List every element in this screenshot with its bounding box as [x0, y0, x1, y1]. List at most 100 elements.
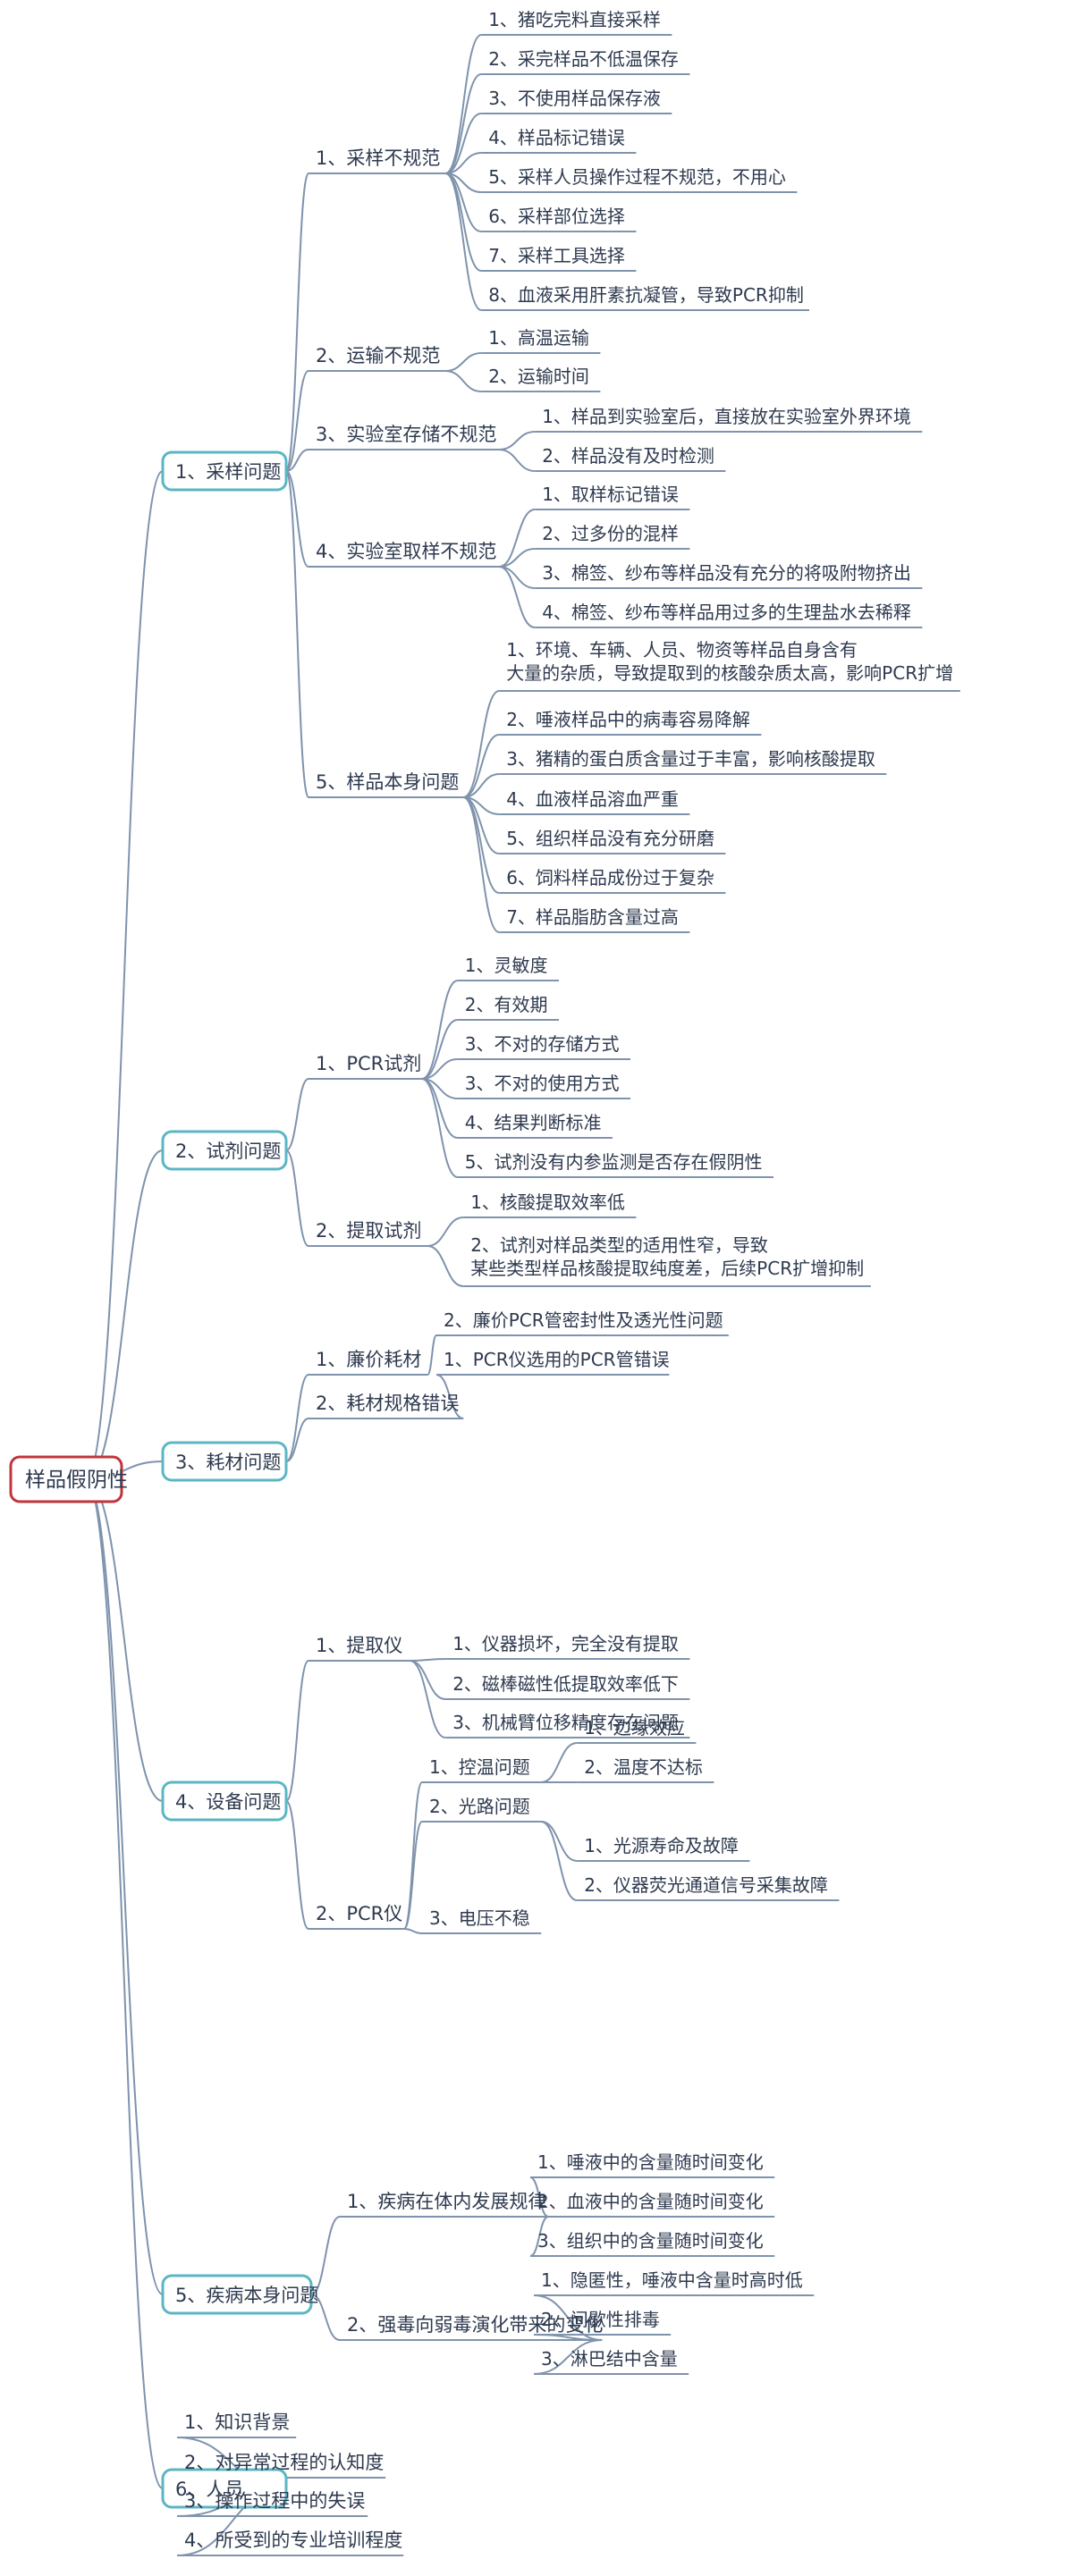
connector-line — [285, 370, 309, 472]
detail-label: 3、不对的存储方式 — [465, 1033, 620, 1055]
subtopic-label: 1、知识背景 — [184, 2412, 290, 2433]
detail-label: 7、样品脂肪含量过高 — [506, 906, 679, 928]
subtopic-label: 1、提取仪 — [316, 1635, 402, 1656]
connector-line — [444, 173, 482, 272]
connector-line — [498, 509, 536, 568]
detail-label: 1、仪器损坏，完全没有提取 — [452, 1633, 679, 1654]
connector-line — [444, 173, 482, 311]
connector-line — [499, 548, 536, 568]
main-topic-label: 1、采样问题 — [175, 461, 281, 483]
detail-label: 7、采样工具选择 — [488, 245, 625, 266]
connector-line — [462, 796, 500, 933]
main-topic-label: 6、人员 — [175, 2479, 243, 2500]
subtopic-label: 3、操作过程中的失误 — [184, 2490, 365, 2512]
connector-line — [435, 1374, 464, 1419]
connector-line — [462, 796, 500, 894]
detail-label: 2、血液中的含量随时间变化 — [537, 2191, 764, 2212]
connector-line — [499, 431, 536, 450]
detail-label: 1、猪吃完料直接采样 — [488, 9, 661, 30]
detail-label: 2、运输时间 — [488, 366, 589, 387]
subtopic-label: 2、强毒向弱毒演化带来的变化 — [347, 2314, 603, 2336]
root-node — [9, 1455, 123, 1503]
connector-line — [445, 152, 482, 174]
leaf-label: 1、边缘效应 — [584, 1717, 685, 1738]
connector-line — [541, 1742, 578, 1783]
leaf-label: 2、仪器荧光通道信号采集故障 — [584, 1874, 828, 1896]
main-topic-node — [161, 2468, 288, 2509]
connector-line — [285, 470, 309, 798]
detail-label: 4、结果判断标准 — [465, 1112, 602, 1133]
detail-label: 3、组织中的含量随时间变化 — [537, 2230, 764, 2252]
connector-line — [533, 2294, 603, 2341]
main-topic-node — [161, 1441, 288, 1482]
connector-line — [85, 1478, 164, 2295]
detail-label: 2、样品没有及时检测 — [542, 445, 714, 467]
connector-line — [427, 1245, 464, 1287]
connector-line — [285, 1149, 309, 1247]
connector-line — [444, 34, 482, 174]
connector-line — [409, 1660, 446, 1738]
detail-label: 4、样品标记错误 — [488, 127, 625, 148]
connector-line — [410, 1660, 446, 1700]
detail-label: 1、唾液中的含量随时间变化 — [537, 2151, 764, 2173]
detail-label: 6、采样部位选择 — [488, 206, 625, 227]
connector-line — [533, 2339, 603, 2375]
main-topic-label: 5、疾病本身问题 — [175, 2285, 318, 2306]
detail-label: 8、血液采用肝素抗凝管，导致PCR抑制 — [488, 284, 804, 306]
subtopic-label: 2、PCR仪 — [316, 1903, 402, 1924]
detail-label: 4、血液样品溶血严重 — [506, 788, 679, 810]
detail-label: 1、取样标记错误 — [542, 484, 679, 505]
connector-line — [285, 1078, 309, 1151]
detail-label: 3、电压不稳 — [429, 1907, 530, 1929]
detail-label: 1、核酸提取效率低 — [470, 1191, 625, 1213]
detail-label: 2、唾液样品中的病毒容易降解 — [506, 709, 750, 730]
connector-line — [285, 173, 309, 472]
connector-line — [402, 1781, 423, 1930]
connector-line — [445, 352, 482, 372]
root-node-label: 样品假阴性 — [25, 1469, 128, 1492]
connector-line — [85, 1478, 164, 1802]
connector-line — [529, 2176, 549, 2218]
connector-line — [310, 2294, 341, 2341]
connector-line — [541, 1821, 578, 1862]
detail-label: 1、环境、车辆、人员、物资等样品自身含有大量的杂质，导致提取到的核酸杂质太高，影… — [506, 639, 953, 684]
connector-line — [445, 370, 482, 392]
connector-line — [462, 734, 500, 798]
detail-label: 2、采完样品不低温保存 — [488, 48, 679, 70]
detail-label: 2、有效期 — [465, 994, 548, 1015]
connector-line — [285, 449, 309, 472]
connector-line — [499, 449, 536, 472]
leaf-label: 1、光源寿命及故障 — [584, 1835, 739, 1856]
detail-label: 3、棉签、纱布等样品没有充分的将吸附物挤出 — [542, 562, 911, 584]
detail-label: 2、磁棒磁性低提取效率低下 — [452, 1673, 679, 1695]
main-topic-label: 2、试剂问题 — [175, 1141, 281, 1162]
subtopic-label: 1、采样不规范 — [316, 147, 440, 169]
main-topic-node — [161, 2274, 313, 2315]
detail-label: 5、组织样品没有充分研磨 — [506, 828, 714, 849]
subtopic-label: 5、样品本身问题 — [316, 771, 459, 793]
detail-label: 5、采样人员操作过程不规范，不用心 — [488, 166, 786, 188]
leaf-label: 2、温度不达标 — [584, 1756, 703, 1778]
detail-label: 6、饲料样品成份过于复杂 — [506, 867, 714, 888]
detail-label: 4、棉签、纱布等样品用过多的生理盐水去稀释 — [542, 602, 911, 623]
connector-line — [285, 1660, 309, 1802]
connector-line — [421, 1058, 458, 1080]
subtopic-label: 1、PCR试剂 — [316, 1053, 421, 1074]
detail-label: 1、样品到实验室后，直接放在实验室外界环境 — [542, 406, 911, 427]
subtopic-label: 4、实验室取样不规范 — [316, 541, 496, 562]
detail-label: 5、试剂没有内参监测是否存在假阴性 — [465, 1151, 763, 1173]
detail-label: 1、高温运输 — [488, 327, 589, 349]
subtopic-label: 2、提取试剂 — [316, 1220, 421, 1242]
connector-line — [402, 1821, 423, 1930]
detail-label: 1、隐匿性，唾液中含量时高时低 — [541, 2269, 803, 2291]
subtopic-label: 3、实验室存储不规范 — [316, 424, 496, 445]
subtopic-label: 1、疾病在体内发展规律 — [347, 2191, 546, 2212]
detail-label: 1、PCR仪选用的PCR管错误 — [444, 1349, 670, 1370]
main-topic-label: 4、设备问题 — [175, 1791, 281, 1813]
connector-line — [85, 1149, 164, 1480]
detail-label: 2、间歇性排毒 — [541, 2309, 660, 2330]
connector-line — [85, 1478, 164, 2489]
detail-label: 2、试剂对样品类型的适用性窄，导致某些类型样品核酸提取纯度差，后续PCR扩增抑制 — [470, 1234, 864, 1279]
connector-line — [540, 1821, 578, 1901]
connector-line — [285, 1374, 309, 1462]
